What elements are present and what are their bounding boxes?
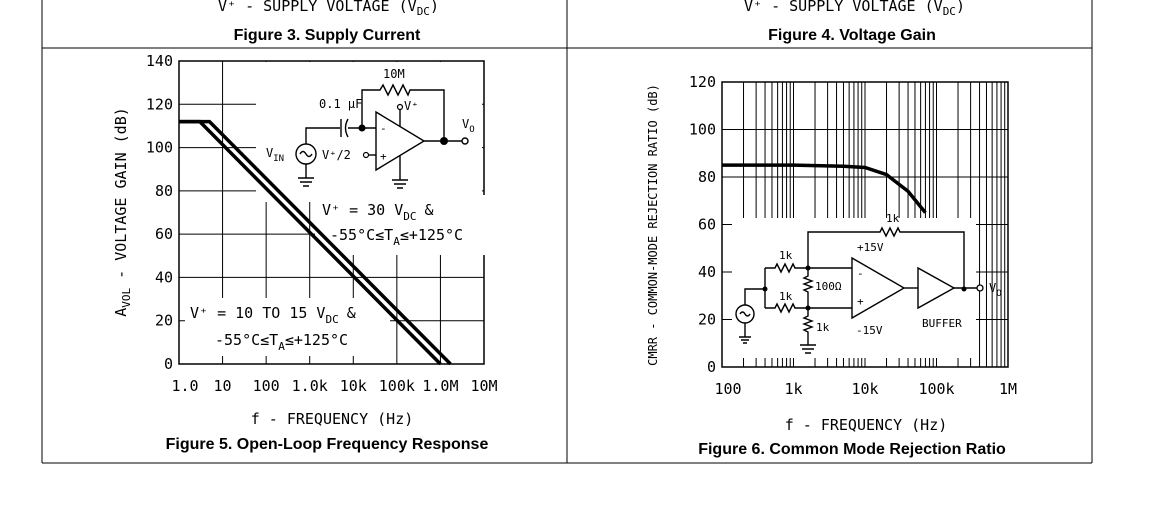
fig6-r1k-c-label: 1k (816, 321, 830, 334)
fig5-x-tick-label: 10 (214, 377, 232, 395)
sine-icon (739, 311, 751, 317)
fig6-inset-bg (732, 218, 976, 358)
fig5-x-tick-label: 100k (379, 377, 415, 395)
fig6-y-tick-label: 20 (698, 311, 716, 329)
fig5-x-tick-labels: 1.0 10 100 1.0k 10k 100k 1.0M 10M (171, 377, 497, 395)
fig5-y-tick-label: 100 (146, 139, 173, 157)
svg-text:+: + (380, 150, 387, 163)
fig5-cond1-line2: -55°C≤TA≤+125°C (330, 226, 463, 248)
fig5-x-axis-label: f - FREQUENCY (Hz) (251, 410, 414, 428)
capacitor-icon (340, 118, 349, 138)
fig3-caption: Figure 3. Supply Current (234, 27, 421, 44)
fig6-minus15-label: -15V (856, 324, 883, 337)
output-terminal-icon (461, 137, 469, 145)
fig5-caption: Figure 5. Open-Loop Frequency Response (166, 436, 489, 453)
fig6-y-tick-label: 120 (689, 73, 716, 91)
source-wiring (298, 127, 340, 187)
input-resistor-bottom-icon (765, 302, 852, 314)
fig5-x-tick-label: 1.0M (422, 377, 458, 395)
fig5-inset-bg (256, 62, 482, 202)
output-terminal-icon (976, 284, 984, 292)
fig6-inset-circuit: - + 1k +15V 1k 1k 100Ω 1k -15V BUFFER VO (735, 212, 1002, 354)
fig5-x-tick-label: 100 (253, 377, 280, 395)
fig6-buffer-label: BUFFER (922, 317, 962, 330)
fig5-y-tick-label: 140 (146, 52, 173, 70)
fig5-y-tick-label: 40 (155, 268, 173, 286)
fig6-y-tick-label: 80 (698, 168, 716, 186)
fig6-x-tick-label: 100 (714, 380, 741, 398)
opamp-icon (851, 256, 906, 320)
fig5-y-tick-label: 60 (155, 225, 173, 243)
fig6-plot-frame (721, 81, 1009, 368)
fig3-axis-label: V⁺ - SUPPLY VOLTAGE (VDC) (218, 0, 439, 18)
fig6-r1k-a-label: 1k (779, 249, 793, 262)
fig5-y-tick-label: 80 (155, 182, 173, 200)
feedback-resistor-icon (361, 83, 445, 141)
fig5-y-tick-label: 20 (155, 312, 173, 330)
opamp-icon (375, 110, 426, 172)
sine-icon (299, 150, 313, 158)
fig6-x-axis-label: f - FREQUENCY (Hz) (785, 416, 948, 434)
fig5-cond2-bg (185, 298, 390, 356)
fig6-r1k-feedback-label: 1k (886, 212, 900, 225)
table-borders (41, 0, 1093, 464)
fig6-series-line-1 (722, 163, 927, 214)
fig5-y-axis-label: AVOL - VOLTAGE GAIN (dB) (112, 107, 133, 317)
fig6-y-tick-label: 40 (698, 263, 716, 281)
input-resistor-top-icon (765, 262, 852, 274)
fig6-y-tick-label: 100 (689, 121, 716, 139)
fig5-vin-label: VIN (266, 146, 284, 164)
fig6-x-tick-labels: 100 1k 10k 100k 1M (714, 380, 1017, 398)
fig6-y-tick-labels: 0 20 40 60 80 100 120 (689, 73, 716, 376)
svg-text:+: + (857, 295, 864, 308)
fig5-x-tick-label: 1.0k (292, 377, 328, 395)
fig5-curves (179, 119, 452, 366)
fig6-chart: 0 20 40 60 80 100 120 100 1k 10k 100k 1M - + (646, 73, 1017, 458)
fig5-series-line-2 (179, 119, 452, 366)
fig5-x-tick-label: 10k (340, 377, 367, 395)
fig5-cap-label: 0.1 μF (319, 97, 362, 111)
fig5-vplus-label: V⁺ (404, 99, 418, 113)
fig6-y-tick-label: 0 (707, 358, 716, 376)
fig5-y-tick-label: 120 (146, 95, 173, 113)
fig5-vo-label: VO (462, 117, 475, 135)
fig6-caption: Figure 6. Common Mode Rejection Ratio (698, 441, 1006, 458)
fig5-cond2-line2: -55°C≤TA≤+125°C (215, 331, 348, 353)
fig6-r100-label: 100Ω (815, 280, 842, 293)
fig6-plus15-label: +15V (857, 241, 884, 254)
fig5-cond2-line1: V⁺ = 10 TO 15 VDC& (190, 304, 356, 326)
fig6-x-tick-label: 100k (918, 380, 954, 398)
fig6-y-tick-label: 60 (698, 216, 716, 234)
fig4-axis-label: V⁺ - SUPPLY VOLTAGE (VDC) (744, 0, 965, 18)
fig5-inset-circuit: - + 10M 0.1 μF V⁺ VIN V⁺/2 VO (266, 67, 475, 189)
fig6-y-axis-label: CMRR - COMMON-MODE REJECTION RATIO (dB) (646, 84, 660, 366)
svg-text:-: - (380, 122, 387, 135)
fig5-x-tick-label: 10M (470, 377, 497, 395)
source-wiring (739, 288, 765, 344)
fig6-x-tick-label: 10k (851, 380, 878, 398)
resistor-100-icon (802, 268, 814, 308)
resistor-1k-ground-icon (800, 308, 816, 354)
fig5-r10m-label: 10M (383, 67, 405, 81)
fig6-x-tick-label: 1M (999, 380, 1017, 398)
fig5-cond1-bg (315, 195, 487, 255)
fig6-vo-label: VO (989, 281, 1002, 299)
fig4-caption: Figure 4. Voltage Gain (768, 27, 936, 44)
fig5-y-tick-label: 0 (164, 355, 173, 373)
fig6-curves (722, 163, 927, 214)
buffer-icon (917, 266, 956, 310)
fig5-half-supply-label: V⁺/2 (322, 148, 351, 162)
fig5-cond1-line1: V⁺ = 30 VDC& (322, 201, 434, 223)
fig5-y-tick-labels: 0 20 40 60 80 100 120 140 (146, 52, 173, 373)
fig6-r1k-b-label: 1k (779, 290, 793, 303)
svg-text:-: - (857, 267, 864, 280)
top-row: V⁺ - SUPPLY VOLTAGE (VDC) Figure 3. Supp… (218, 0, 965, 44)
ground-icon (392, 156, 408, 189)
feedback-resistor-icon (807, 226, 965, 289)
fig5-x-tick-label: 1.0 (171, 377, 198, 395)
fig6-x-tick-label: 1k (784, 380, 802, 398)
